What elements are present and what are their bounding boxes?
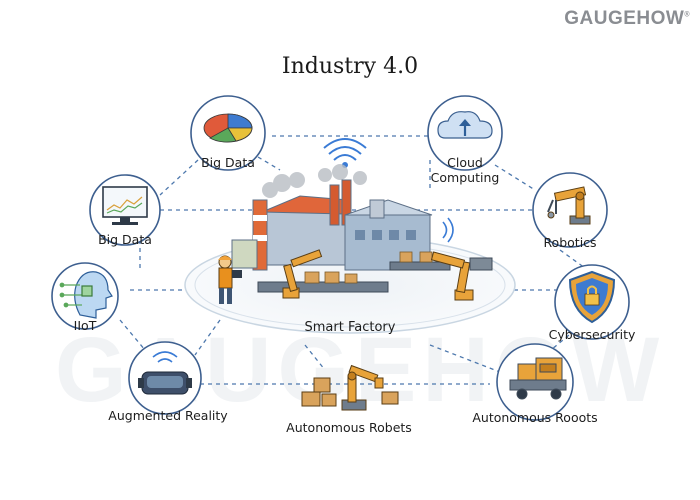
label-smart-factory: Smart Factory	[304, 320, 396, 335]
label-big-data-left: Big Data	[98, 232, 152, 247]
smart-factory-illustration	[218, 138, 493, 304]
pie-chart-icon	[203, 113, 253, 143]
robot-arm-icon	[547, 186, 591, 225]
label-cloud-computing: Cloud Computing	[430, 155, 500, 185]
label-cloud-line1: Cloud	[447, 155, 483, 170]
wifi-small-icon	[442, 217, 454, 243]
agv-cart-icon	[509, 357, 567, 400]
label-autonomous-rooots: Autonomous Rooots	[472, 410, 598, 425]
shield-lock-icon	[568, 270, 616, 324]
label-iiot: IIoT	[73, 318, 97, 333]
worker-figure	[218, 255, 242, 304]
label-big-data-top: Big Data	[201, 155, 255, 170]
label-robotics: Robotics	[543, 235, 597, 250]
label-cybersecurity: Cybersecurity	[548, 327, 636, 342]
label-augmented-reality: Augmented Reality	[108, 408, 228, 423]
cloud-upload-icon	[437, 111, 493, 139]
robot-arm-boxes-icon	[301, 364, 399, 411]
wifi-icon	[323, 138, 367, 168]
monitor-graph-icon	[102, 186, 148, 225]
diagram-title: Industry 4.0	[281, 54, 419, 79]
label-cloud-line2: Computing	[430, 170, 500, 185]
vr-headset-icon	[138, 351, 192, 395]
label-autonomous-robets: Autonomous Robets	[286, 420, 412, 435]
brand-logo: GAUGEHOW®	[564, 8, 690, 29]
head-circuit-icon	[59, 271, 113, 319]
